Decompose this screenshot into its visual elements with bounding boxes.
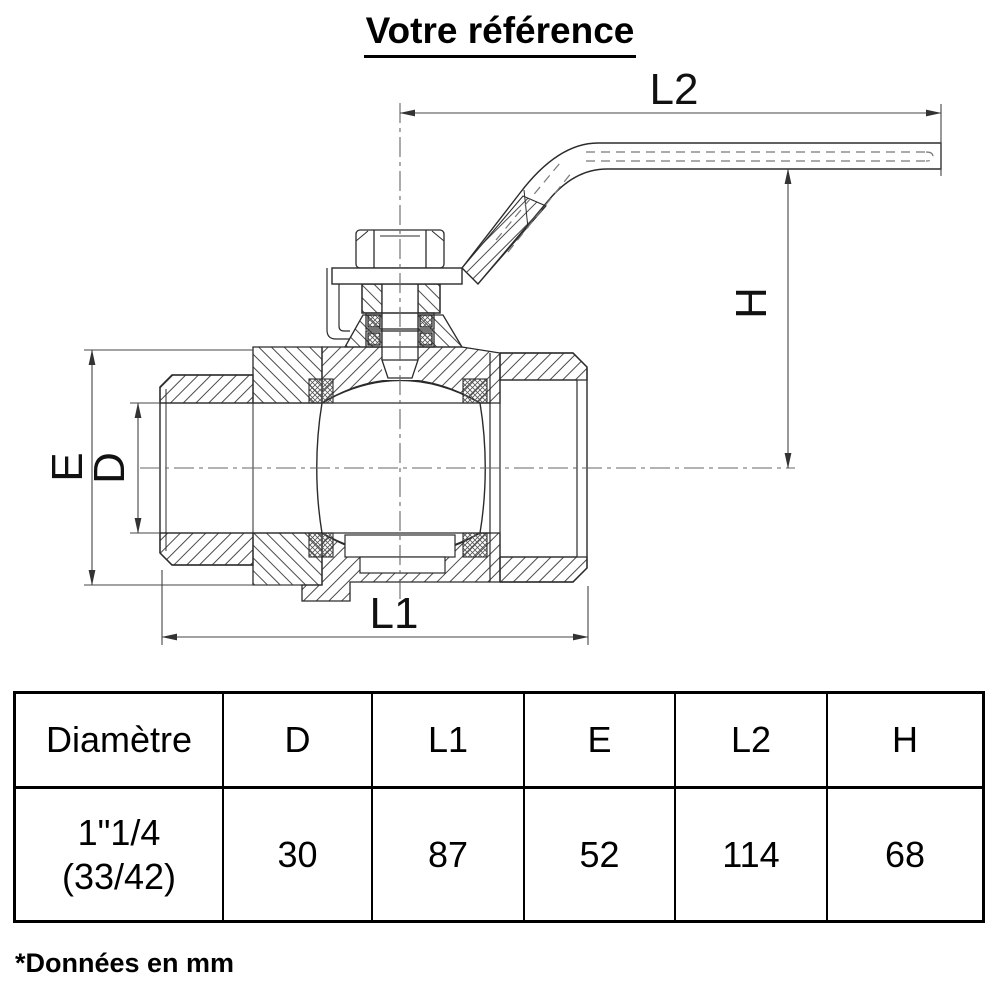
dim-label-d: D	[85, 452, 134, 484]
header-cell-diameter: Diamètre	[16, 694, 224, 786]
valve-diagram: L2 H E D L1	[43, 65, 942, 645]
dim-label-e: E	[43, 452, 92, 481]
dimension-lines	[84, 104, 942, 645]
dim-label-h: H	[727, 287, 776, 319]
dimensions-table: Diamètre D L1 E L2 H 1"1/4 (33/42) 30 87…	[13, 691, 985, 923]
header-cell-d: D	[224, 694, 373, 786]
cell-l2-value: 114	[676, 789, 828, 920]
diameter-size: 1"1/4	[77, 811, 161, 853]
header-cell-l1: L1	[373, 694, 525, 786]
header-cell-h: H	[892, 719, 918, 761]
diameter-dn: (33/42)	[61, 855, 177, 897]
table-row: 1"1/4 (33/42) 30 87 52 114 68	[16, 789, 982, 920]
cell-l1-value: 87	[373, 789, 525, 920]
dim-label-l2: L2	[650, 65, 699, 114]
ball-seats	[308, 378, 488, 558]
dim-label-l1: L1	[370, 589, 419, 638]
table-header-row: Diamètre D L1 E L2 H	[16, 694, 982, 789]
centerlines	[140, 103, 795, 600]
dimension-labels: L2 H E D L1	[43, 65, 776, 638]
header-cell-e: E	[525, 694, 676, 786]
cell-d-value: 30	[224, 789, 373, 920]
title-wrap: Votre référence	[0, 10, 1000, 58]
cell-diameter: 1"1/4 (33/42)	[16, 789, 224, 920]
page-title: Votre référence	[363, 10, 637, 58]
cell-e-value: 52	[525, 789, 676, 920]
cell-h-value: 68	[884, 833, 926, 875]
header-cell-l2: L2	[676, 694, 828, 786]
footnote: *Données en mm	[15, 948, 235, 978]
